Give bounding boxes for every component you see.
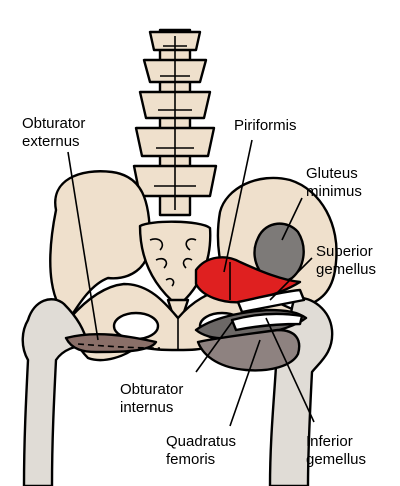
lumbar-spine — [132, 28, 218, 217]
label-inferior-gemellus: Inferior gemellus — [306, 433, 366, 468]
pointer-piriformis — [223, 139, 253, 273]
pointer-inferior-gemellus — [265, 317, 315, 423]
left-femur — [21, 298, 90, 486]
pointer-lines — [67, 139, 315, 427]
pointer-gluteus-minimus — [281, 197, 303, 241]
pointer-obturator-internus — [195, 321, 233, 373]
label-piriformis: Piriformis — [234, 117, 297, 134]
label-obturator-internus: Obturator internus — [120, 381, 188, 416]
pointer-superior-gemellus — [269, 257, 313, 301]
label-obturator-externus: Obturator externus — [22, 115, 90, 150]
quadratus-femoris-muscle — [196, 328, 301, 372]
label-quadratus-femoris: Quadratus femoris — [166, 433, 240, 468]
label-gluteus-minimus: Gluteus minimus — [306, 165, 362, 200]
pointer-quadratus-femoris — [229, 339, 261, 427]
superior-gemellus-muscle — [236, 288, 306, 314]
pointer-obturator-externus — [67, 151, 99, 341]
label-superior-gemellus: Superior gemellus — [316, 243, 377, 278]
